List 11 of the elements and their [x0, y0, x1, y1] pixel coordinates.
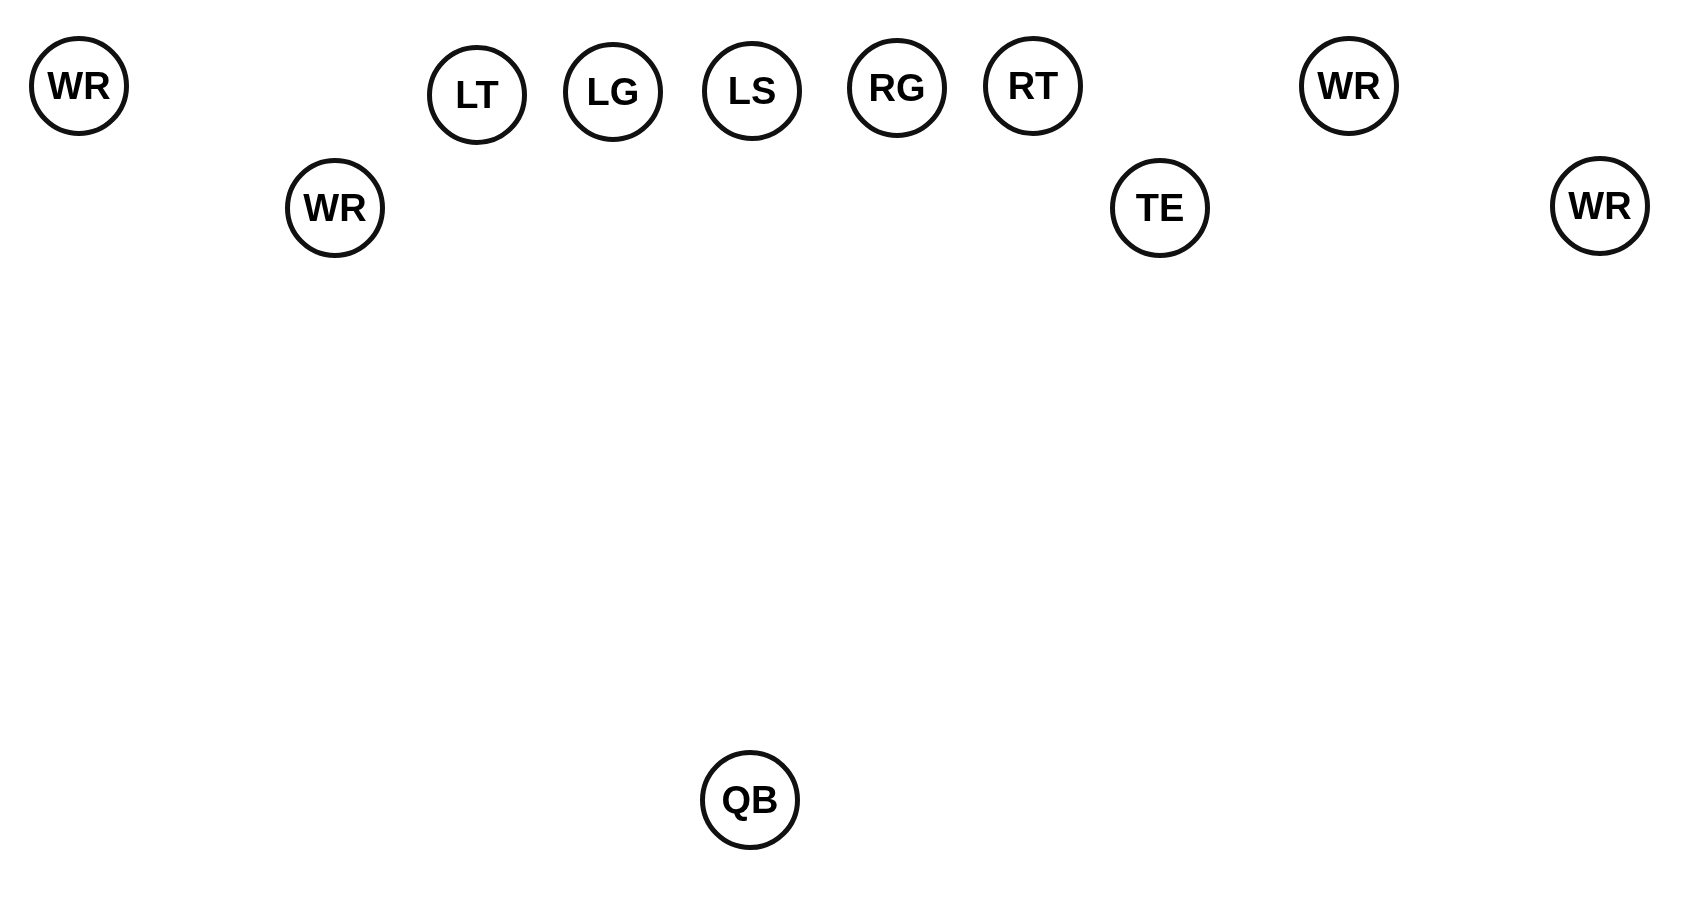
player-circle: WR [29, 36, 129, 136]
player-circle: QB [700, 750, 800, 850]
player-circle: RG [847, 38, 947, 138]
player-circle: LG [563, 42, 663, 142]
player-circle: RT [983, 36, 1083, 136]
player-circle: LT [427, 45, 527, 145]
player-circle: LS [702, 41, 802, 141]
player-circle: WR [1299, 36, 1399, 136]
player-circle: TE [1110, 158, 1210, 258]
player-circle: WR [285, 158, 385, 258]
player-circle: WR [1550, 156, 1650, 256]
